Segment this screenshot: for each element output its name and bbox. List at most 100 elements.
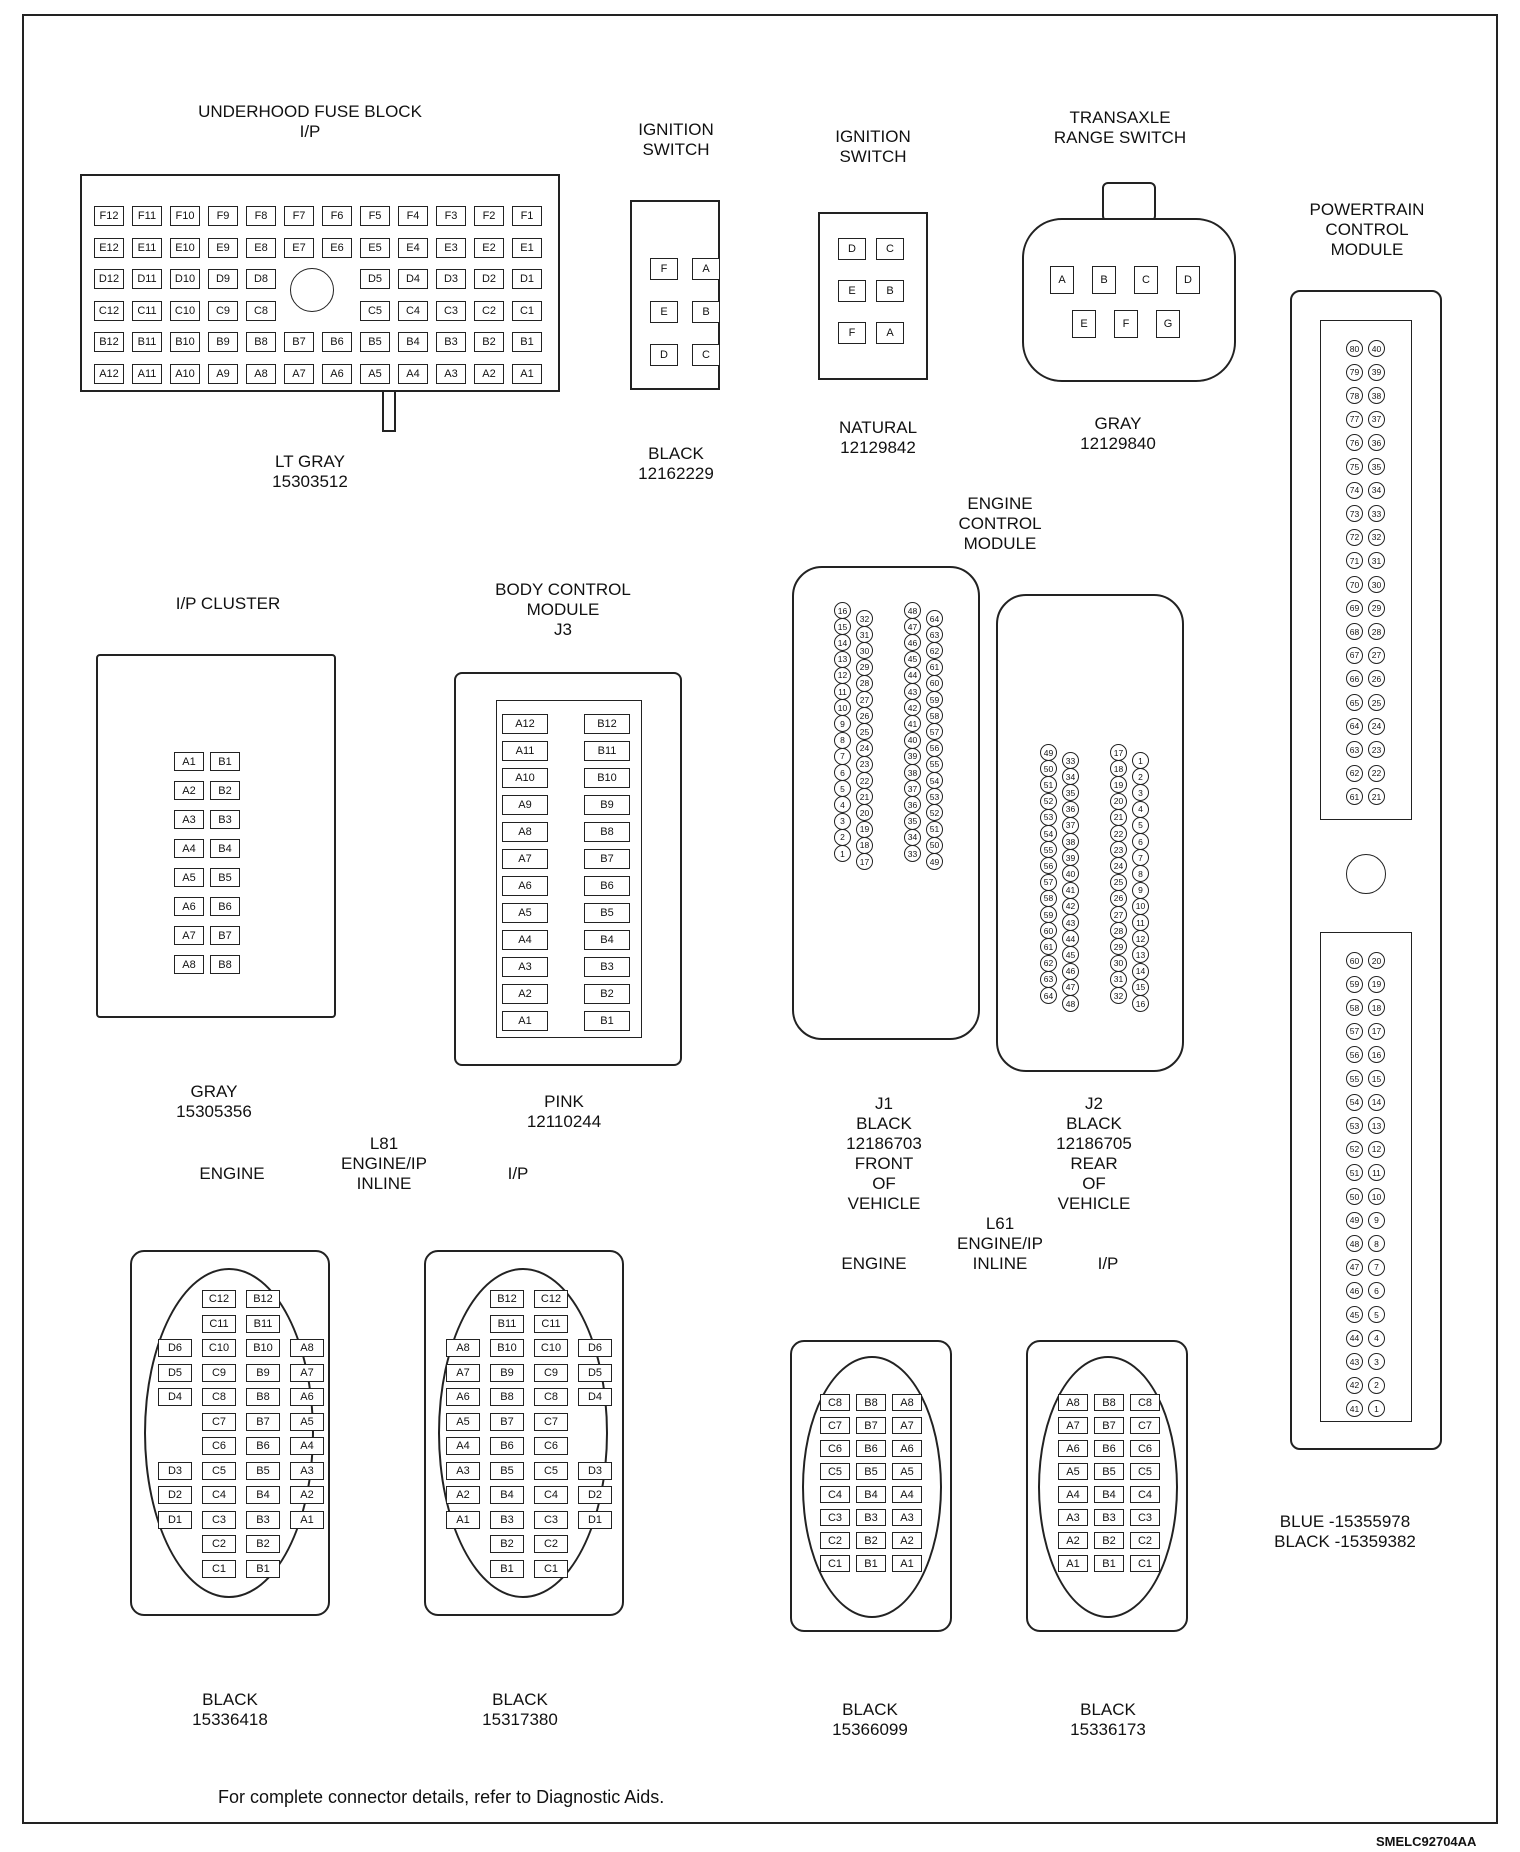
- ip-cluster-title: I/P CLUSTER: [175, 594, 281, 613]
- l61-engine-pin: B2: [856, 1532, 886, 1549]
- pcm-pin: 16: [1368, 1046, 1385, 1064]
- ip-cluster-pin: B1: [210, 752, 240, 771]
- ecm-j2-pin: 63: [1040, 970, 1057, 988]
- ecm-j2-pin: 4: [1132, 800, 1149, 818]
- pcm-pin: 70: [1346, 576, 1363, 593]
- ecm-j1-pin: 2: [834, 828, 851, 846]
- bcm-pin: B11: [584, 741, 630, 761]
- fuse-block-pin: B4: [398, 332, 428, 353]
- fuse-block-pin: F10: [170, 206, 200, 226]
- pcm-pin: 32: [1368, 528, 1385, 546]
- l61-engine-pin: A1: [892, 1555, 922, 1572]
- ecm-j1-pin: 13: [834, 650, 851, 668]
- ip-cluster-pin: B8: [210, 955, 240, 974]
- fuse-block-pin: C10: [170, 300, 200, 321]
- ip-cluster-pin: B6: [210, 897, 240, 916]
- l81-ip-pin: C4: [534, 1486, 568, 1504]
- l81-ip-pin: B3: [490, 1510, 524, 1529]
- pcm-pin: 79: [1346, 363, 1363, 381]
- l81-engine-pin: B1: [246, 1559, 280, 1578]
- ecm-j2-pin: 15: [1132, 978, 1149, 996]
- pcm-pin: 22: [1368, 764, 1385, 782]
- fuse-block-pin: D10: [170, 269, 200, 290]
- ecm-j2-pin: 47: [1062, 978, 1079, 996]
- l81-engine-pin: C12: [202, 1290, 236, 1308]
- l61-engine-oval: [802, 1356, 942, 1618]
- pcm-pin: 58: [1346, 999, 1363, 1017]
- pcm-pin: 48: [1346, 1235, 1363, 1253]
- ip-cluster-color: GRAY: [190, 1082, 238, 1101]
- ecm-j1-pin: 45: [904, 650, 921, 668]
- fuse-block-pin: F12: [94, 206, 124, 226]
- bcm-pin: A10: [502, 768, 548, 788]
- pcm-pin: 68: [1346, 623, 1363, 641]
- ecm-j1-pin: 27: [856, 691, 873, 708]
- l81-engine-title: ENGINE: [199, 1164, 265, 1183]
- fuse-block-pin: E4: [398, 237, 428, 258]
- bcm-pin: A8: [502, 822, 548, 842]
- ign-switch-1-pin: C: [692, 344, 720, 366]
- l61-engine-pin: C3: [820, 1509, 850, 1526]
- fuse-block-pin: D8: [246, 269, 276, 290]
- fuse-block-center-hole: [290, 268, 334, 312]
- l61-ip-pin: A4: [1058, 1486, 1088, 1503]
- pcm-pin: 20: [1368, 952, 1385, 969]
- fuse-block-pin: F5: [360, 206, 390, 226]
- ecm-j1-pin: 33: [904, 845, 921, 862]
- pcm-pin: 42: [1346, 1376, 1363, 1394]
- ecm-j1-pin: 38: [904, 764, 921, 781]
- ecm-j2-pin: 46: [1062, 962, 1079, 980]
- fuse-block-pin: D5: [360, 269, 390, 290]
- l61-ip-pin: C4: [1130, 1486, 1160, 1503]
- ecm-j1-body: [792, 566, 980, 1040]
- ecm-j1-pin: 32: [856, 610, 873, 627]
- transaxle-pin: D: [1176, 266, 1200, 294]
- ecm-j1-pin: 51: [926, 820, 943, 838]
- fuse-block-pin: F9: [208, 206, 238, 226]
- pcm-pin: 73: [1346, 505, 1363, 523]
- fuse-block-pin: D1: [512, 269, 542, 290]
- l81-ip-pin: C5: [534, 1461, 568, 1480]
- pcm-pin: 52: [1346, 1140, 1363, 1158]
- l81-ip-pin: B11: [490, 1314, 524, 1333]
- fuse-block-pin: F11: [132, 206, 162, 226]
- l81-engine-pin: A3: [290, 1461, 324, 1480]
- pcm-pin: 78: [1346, 387, 1363, 405]
- fuse-block-pin: B9: [208, 332, 238, 353]
- fuse-block-pin: E2: [474, 237, 504, 258]
- pcm-pin: 18: [1368, 999, 1385, 1017]
- pcm-pin: 55: [1346, 1070, 1363, 1087]
- ign-switch-1-pin: B: [692, 301, 720, 323]
- ecm-j1-pin: 34: [904, 828, 921, 846]
- pcm-pin: 65: [1346, 694, 1363, 711]
- ecm-j1-pin: 61: [926, 658, 943, 676]
- pcm-pin: 66: [1346, 670, 1363, 688]
- l61-ip-pin: A2: [1058, 1532, 1088, 1549]
- l81-engine-pin: C11: [202, 1314, 236, 1333]
- l81-engine-pin: B10: [246, 1339, 280, 1357]
- pcm-pin: 23: [1368, 741, 1385, 759]
- l61-ip-pin: C8: [1130, 1394, 1160, 1411]
- fuse-block-pin: F8: [246, 206, 276, 226]
- pcm-pin: 39: [1368, 363, 1385, 381]
- ecm-j2-body: [996, 594, 1184, 1072]
- l61-engine-pin: B4: [856, 1486, 886, 1503]
- transaxle-part: 12129840: [1080, 434, 1156, 453]
- pcm-pin: 35: [1368, 458, 1385, 475]
- l81-engine-pin: C10: [202, 1339, 236, 1357]
- l81-engine-pin: B2: [246, 1535, 280, 1553]
- fuse-block-pin: B6: [322, 332, 352, 353]
- pcm-pin: 6: [1368, 1282, 1385, 1300]
- transaxle-pin: G: [1156, 310, 1180, 338]
- ecm-j2-pin: 49: [1040, 744, 1057, 761]
- pcm-pin: 26: [1368, 670, 1385, 688]
- ecm-j2-pin: 27: [1110, 906, 1127, 923]
- l81-engine-pin: A6: [290, 1388, 324, 1406]
- ecm-j2-pin: 59: [1040, 906, 1057, 923]
- l81-ip-pin: A1: [446, 1510, 480, 1529]
- l81-engine-pin: C5: [202, 1461, 236, 1480]
- pcm-pin: 43: [1346, 1353, 1363, 1371]
- l81-ip-pin: B7: [490, 1412, 524, 1431]
- fuse-block-pin: D9: [208, 269, 238, 290]
- ecm-j2-pin: 36: [1062, 800, 1079, 818]
